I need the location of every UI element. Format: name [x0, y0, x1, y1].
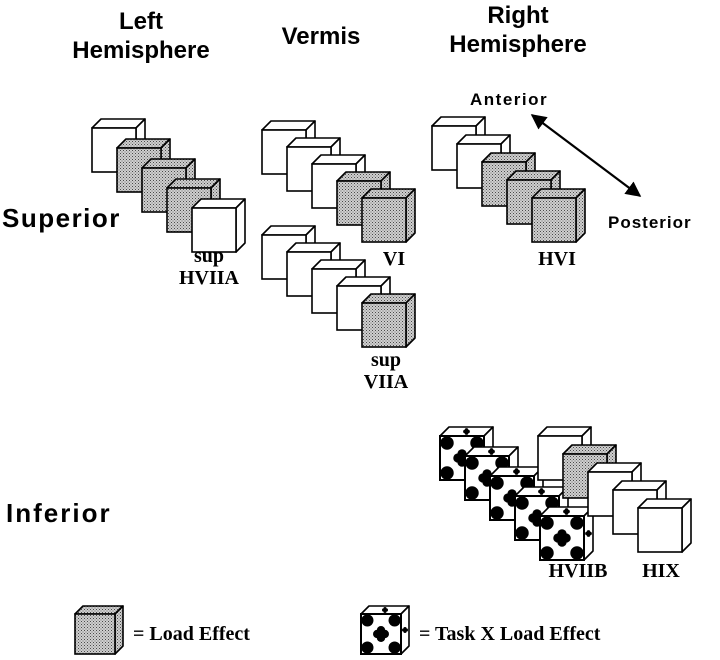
anterior-posterior-arrow — [530, 114, 642, 197]
region-label-sup-viia-line1: sup — [371, 349, 401, 371]
legend — [74, 605, 410, 655]
region-label-hviib: HVIIB — [549, 560, 608, 582]
cube-sup-viia-3-plain — [311, 259, 366, 314]
region-label-sup-hviia-line1: sup — [194, 245, 224, 267]
cube-hviib-5-interaction — [539, 506, 594, 561]
cube-group-sup-viia — [261, 225, 416, 348]
cube-sup-hviia-5-plain — [191, 198, 246, 253]
region-label-sup-hviia-line2: HVIIA — [179, 267, 240, 289]
cube-hix-5-plain — [637, 498, 692, 553]
region-label-vi: VI — [383, 248, 405, 270]
cube-group-sup-hviia — [91, 118, 246, 253]
header-vermis: Vermis — [282, 23, 361, 50]
cube-hvi-5-load — [531, 188, 586, 243]
cube-group-hix — [537, 426, 692, 553]
row-label-inferior: Inferior — [6, 498, 112, 528]
axis-anterior-label: Anterior — [470, 90, 548, 109]
header-left-line1: Left — [119, 8, 163, 35]
legend-interaction-cube — [360, 605, 410, 655]
cube-group-vi — [261, 120, 416, 243]
cube-group-hvi — [431, 116, 586, 243]
cube-vi-5-load — [361, 188, 416, 243]
region-label-hix: HIX — [642, 560, 680, 582]
legend-load-cube — [74, 605, 124, 655]
row-label-superior: Superior — [2, 203, 121, 233]
legend-load-label: = Load Effect — [133, 623, 250, 645]
region-label-hvi: HVI — [538, 248, 576, 270]
region-groups — [91, 116, 692, 561]
axis-posterior-label: Posterior — [608, 213, 692, 232]
legend-interaction-label: = Task X Load Effect — [419, 623, 601, 645]
region-label-sup-viia-line2: VIIA — [364, 371, 409, 393]
header-left-line2: Hemisphere — [72, 37, 209, 64]
header-right-line2: Hemisphere — [449, 31, 586, 58]
cube-sup-viia-5-load — [361, 293, 416, 348]
header-right-line1: Right — [487, 2, 548, 29]
